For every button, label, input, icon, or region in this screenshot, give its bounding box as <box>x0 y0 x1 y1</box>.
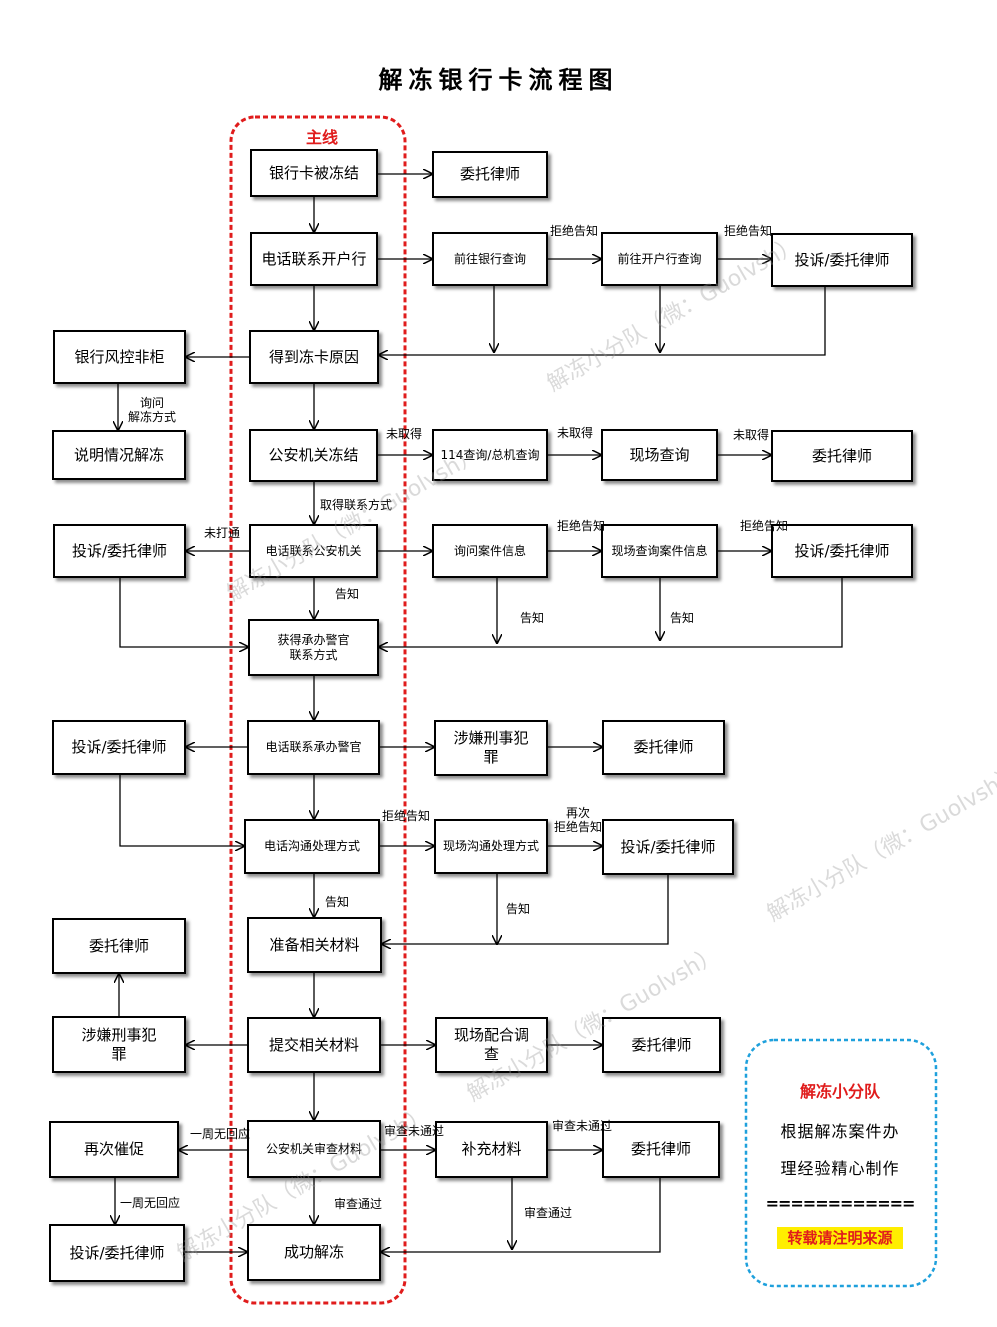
node-lawyer: 委托律师 <box>52 918 186 974</box>
node-go-branch-query: 前往开户行查询 <box>601 232 718 286</box>
edge-label: 告知 <box>520 611 545 625</box>
mainline-label: 主线 <box>298 124 346 148</box>
note-frame <box>744 1038 938 1288</box>
edge-label: 审查通过 <box>334 1197 383 1211</box>
node-lawyer: 委托律师 <box>602 1017 721 1073</box>
node-lawyer: 委托律师 <box>602 720 725 775</box>
edge-label: 审查未通过 <box>552 1119 613 1133</box>
node-onsite-cooperate: 现场配合调 查 <box>435 1017 548 1073</box>
edge-label: 拒绝告知 <box>740 519 789 533</box>
edge-label: 告知 <box>670 611 695 625</box>
edge-label: 未取得 <box>557 426 594 440</box>
node-card-frozen: 银行卡被冻结 <box>250 149 378 197</box>
node-go-bank-query: 前往银行查询 <box>432 232 548 286</box>
node-explain-unfreeze: 说明情况解冻 <box>52 430 186 480</box>
node-complain-lawyer: 投诉/委托律师 <box>771 524 913 578</box>
node-114-query: 114查询/总机查询 <box>432 429 548 481</box>
edge-label: 审查未通过 <box>384 1124 445 1138</box>
edge-label: 拒绝告知 <box>557 519 606 533</box>
node-complain-lawyer: 投诉/委托律师 <box>771 233 913 287</box>
node-ask-case-info: 询问案件信息 <box>432 524 548 578</box>
node-get-officer-contact: 获得承办警官 联系方式 <box>248 619 379 676</box>
node-call-bank: 电话联系开户行 <box>250 232 378 286</box>
node-risk-cabinet: 银行风控非柜 <box>53 330 186 384</box>
node-lawyer: 委托律师 <box>771 430 913 482</box>
edge-label: 拒绝告知 <box>550 224 599 238</box>
edge-label: 未取得 <box>733 428 770 442</box>
edge-label: 一周无回应 <box>120 1196 181 1210</box>
edge-label: 告知 <box>506 902 531 916</box>
edge-label: 一周无回应 <box>190 1127 251 1141</box>
edge-label: 审查通过 <box>524 1206 573 1220</box>
node-call-police: 电话联系公安机关 <box>249 524 378 578</box>
node-supplement-materials: 补充材料 <box>435 1121 548 1178</box>
edge-label: 取得联系方式 <box>320 498 393 512</box>
node-submit-materials: 提交相关材料 <box>247 1017 381 1073</box>
node-lawyer: 委托律师 <box>602 1121 720 1178</box>
note-title: 解冻小分队 <box>799 1082 880 1101</box>
node-get-reason: 得到冻卡原因 <box>249 330 379 384</box>
node-onsite-handling: 现场沟通处理方式 <box>434 819 548 874</box>
node-complain-lawyer: 投诉/委托律师 <box>52 720 186 775</box>
repost-notice: 转载请注明来源 <box>777 1227 903 1249</box>
node-onsite-query: 现场查询 <box>601 429 718 481</box>
node-onsite-case-info: 现场查询案件信息 <box>601 524 718 578</box>
node-prepare-materials: 准备相关材料 <box>247 917 382 973</box>
note-line: 理经验精心制作 <box>780 1159 900 1178</box>
edge-label: 拒绝告知 <box>382 809 431 823</box>
edge-label: 未打通 <box>204 526 241 540</box>
edge-label: 询问 解冻方式 <box>128 396 177 425</box>
node-unfreeze-success: 成功解冻 <box>247 1224 381 1281</box>
edge-label: 告知 <box>335 587 360 601</box>
node-suspected-crime: 涉嫌刑事犯 罪 <box>434 720 548 776</box>
node-police-freeze: 公安机关冻结 <box>249 429 378 482</box>
node-call-officer: 电话联系承办警官 <box>247 720 380 775</box>
node-complain-lawyer: 投诉/委托律师 <box>602 819 734 875</box>
node-complain-lawyer: 投诉/委托律师 <box>53 524 186 578</box>
edge-label: 告知 <box>325 895 350 909</box>
edge-label: 拒绝告知 <box>724 224 773 238</box>
mainline-frame <box>229 115 407 1305</box>
edge-label: 未取得 <box>386 427 423 441</box>
node-urge-again: 再次催促 <box>49 1121 179 1178</box>
node-suspected-crime: 涉嫌刑事犯 罪 <box>52 1016 186 1073</box>
edge-label: 再次 拒绝告知 <box>554 806 603 835</box>
node-phone-handling: 电话沟通处理方式 <box>244 819 380 874</box>
node-complain-lawyer: 投诉/委托律师 <box>49 1224 185 1282</box>
note-separator: ============ <box>765 1194 916 1213</box>
node-lawyer: 委托律师 <box>432 151 548 198</box>
node-police-review: 公安机关审查材料 <box>247 1120 381 1178</box>
diagram-title: 解冻银行卡流程图 <box>378 66 619 94</box>
note-line: 根据解冻案件办 <box>780 1122 900 1141</box>
